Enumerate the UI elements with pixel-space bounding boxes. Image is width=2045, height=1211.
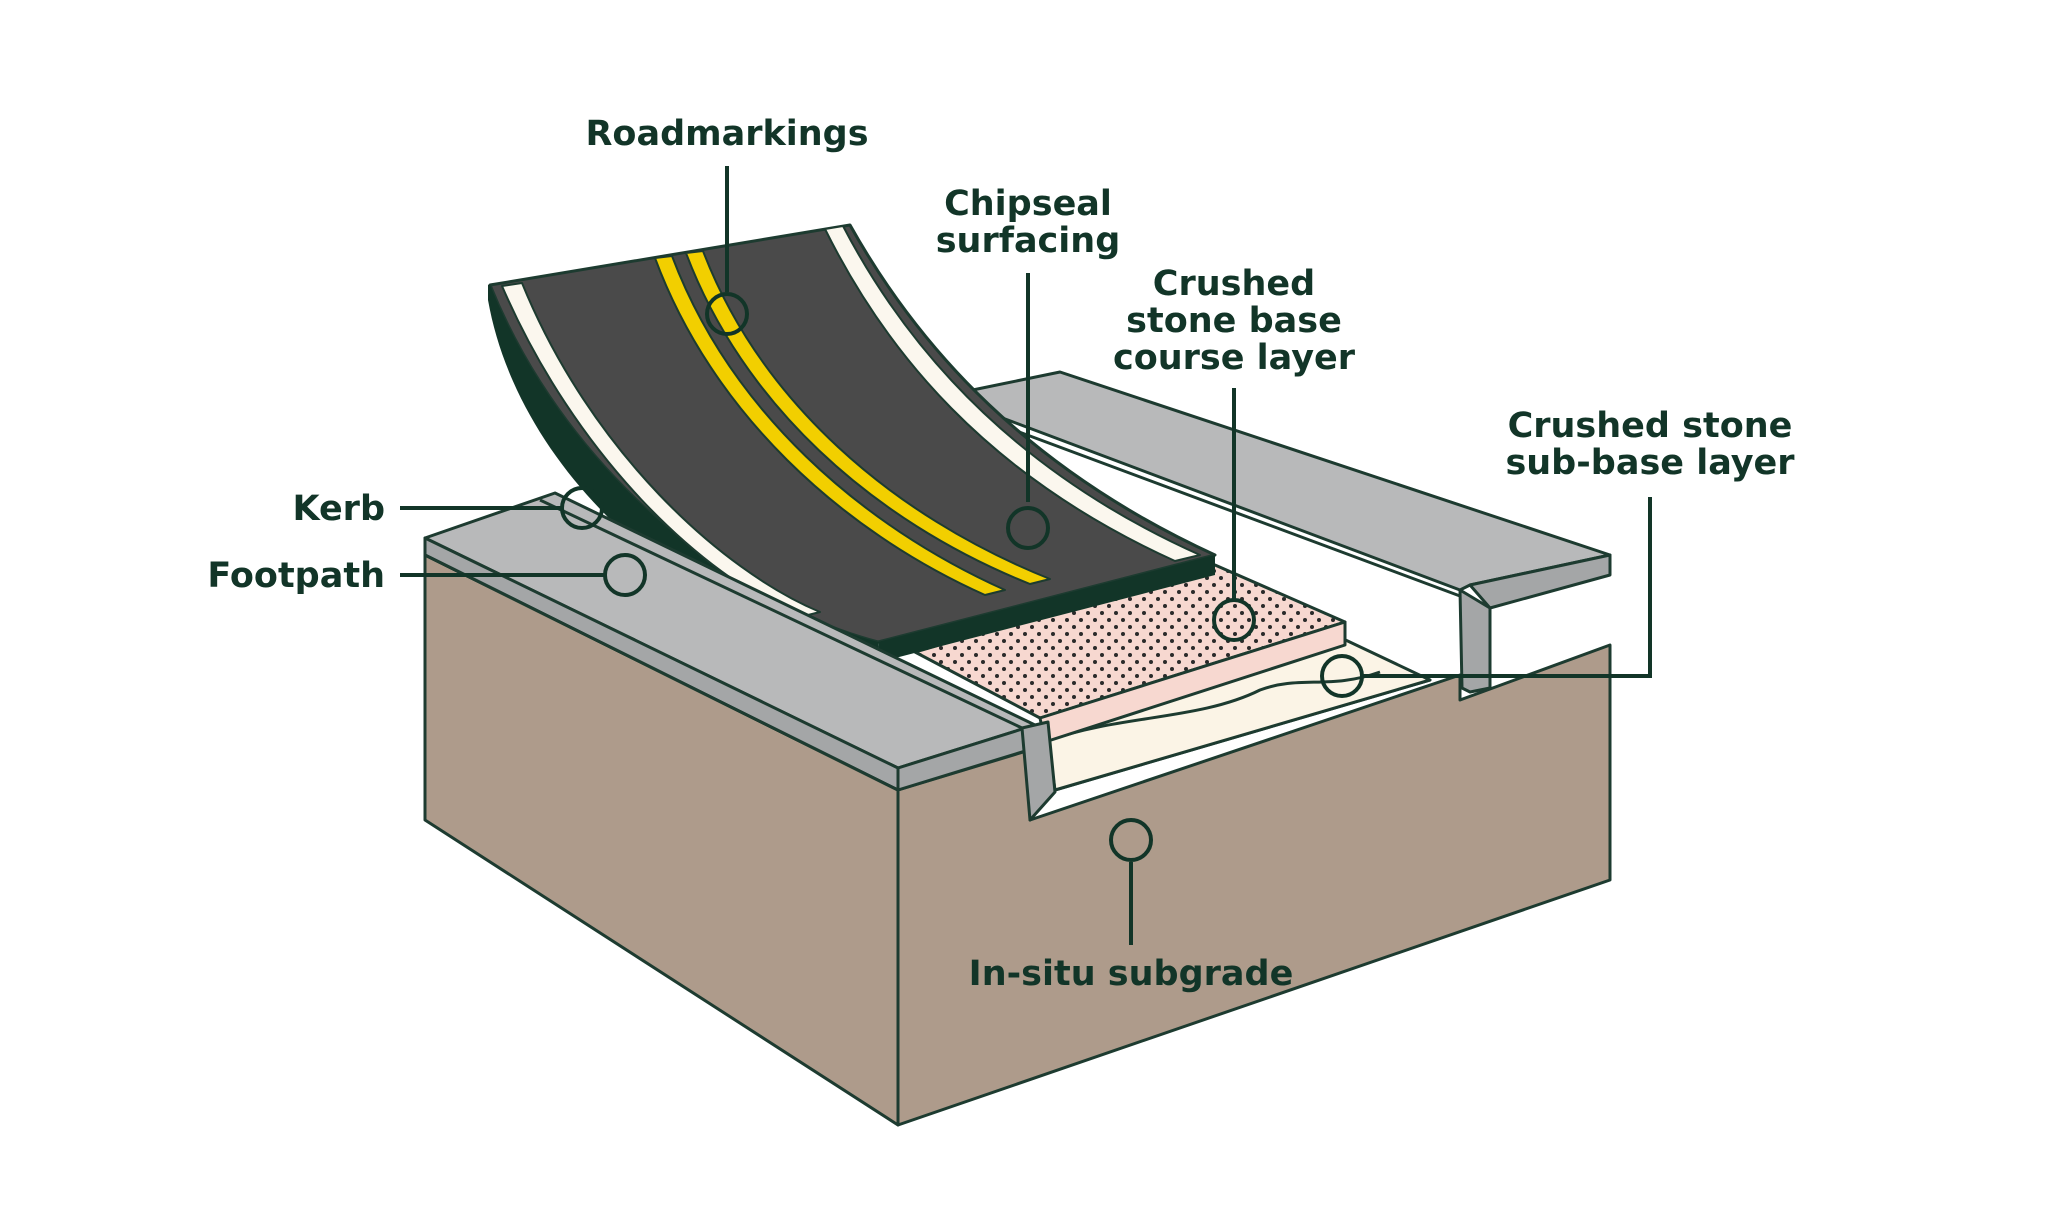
road-edge-line-left	[501, 282, 821, 618]
label-base-line2: stone base	[1126, 301, 1342, 341]
label-kerb: Kerb	[292, 489, 385, 529]
sub-base-marker-icon	[1320, 654, 1364, 698]
label-base-line3: course layer	[1113, 338, 1356, 378]
label-subbase-line2: sub-base layer	[1505, 443, 1795, 483]
label-subbase-line1: Crushed stone	[1508, 406, 1793, 446]
chipseal-marker-icon	[1006, 506, 1050, 550]
label-chipseal-line1: Chipseal	[944, 184, 1112, 224]
roadmarkings-marker-icon	[705, 292, 749, 336]
base-course-marker-icon	[1212, 598, 1256, 642]
label-chipseal-line2: surfacing	[936, 221, 1121, 261]
label-base-line1: Crushed	[1153, 264, 1315, 304]
centre-line-2	[685, 250, 1051, 585]
label-roadmarkings: Roadmarkings	[585, 114, 868, 154]
subgrade-marker-icon	[1109, 818, 1153, 862]
sub-base-leader	[1362, 497, 1652, 678]
road-edge-line-right	[824, 225, 1201, 562]
far-footpath-front	[1468, 553, 1612, 610]
far-kerb-face	[1458, 588, 1492, 694]
footpath-marker-icon	[603, 553, 647, 597]
chipseal-front-edge	[878, 555, 1215, 662]
label-footpath: Footpath	[207, 556, 385, 596]
near-kerb-face	[1020, 720, 1057, 822]
kerb-marker-icon	[560, 486, 604, 530]
label-subgrade: In-situ subgrade	[969, 954, 1294, 994]
centre-line-1	[654, 255, 1006, 596]
